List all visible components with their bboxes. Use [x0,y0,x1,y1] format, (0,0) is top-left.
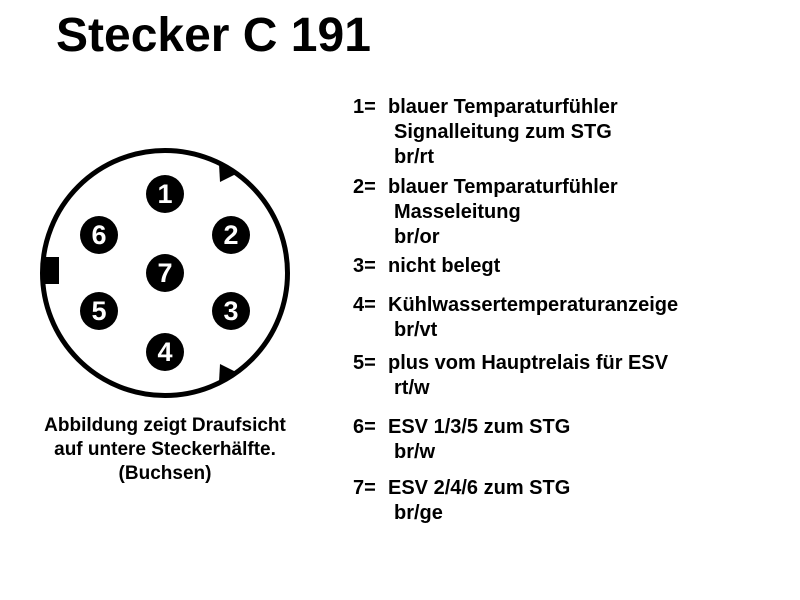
legend-entry-6-line-1: ESV 1/3/5 zum STG [388,416,571,438]
pin-1: 1 [146,175,184,213]
legend-entry-6: 6= ESV 1/3/5 zum STG br/w [353,415,793,465]
legend-entry-2-lines: blauer Temparaturfühler Masseleitung br/… [388,175,793,250]
pin-6: 6 [80,216,118,254]
legend-entry-6-number: 6= [353,416,376,438]
legend-entry-7-wire-color: br/ge [394,502,443,524]
pin-7: 7 [146,254,184,292]
connector-diagram: 1 2 3 4 5 6 7 [40,148,290,398]
pin-4-label: 4 [157,336,173,367]
legend-entry-7-lines: ESV 2/4/6 zum STG br/ge [388,476,793,526]
caption-line-3: (Buchsen) [118,463,212,484]
legend-entry-2-wire-color: br/or [394,226,440,248]
pin-2: 2 [212,216,250,254]
pin-5: 5 [80,292,118,330]
keying-notch-top-icon [219,164,236,182]
legend-entry-5: 5= plus vom Hauptrelais für ESV rt/w [353,351,793,401]
legend-entry-2-number: 2= [353,176,376,198]
keying-tab-icon [44,257,59,284]
legend-entry-1-wire-color: br/rt [394,146,434,168]
legend-entry-5-number: 5= [353,352,376,374]
caption-line-2: auf untere Steckerhälfte. [54,439,276,460]
legend-entry-2-line-2: Masseleitung [394,201,521,223]
page-title: Stecker C 191 [56,9,371,62]
pin-6-label: 6 [91,219,107,250]
pin-5-label: 5 [91,295,107,326]
legend-entry-3: 3= nicht belegt [353,254,793,279]
legend-entry-4-line-1: Kühlwassertemperaturanzeige [388,294,679,316]
legend-entry-7-line-1: ESV 2/4/6 zum STG [388,477,571,499]
legend-entry-6-wire-color: br/w [394,441,436,463]
pin-3: 3 [212,292,250,330]
legend-entry-1-line-2: Signalleitung zum STG [394,121,612,143]
legend-entry-1-number: 1= [353,96,376,118]
pin-3-label: 3 [223,295,239,326]
legend-entry-1-line-1: blauer Temparaturfühler [388,96,618,118]
legend-entry-3-lines: nicht belegt [388,254,793,279]
pin-4: 4 [146,333,184,371]
legend-entry-7: 7= ESV 2/4/6 zum STG br/ge [353,476,793,526]
legend-entry-4-number: 4= [353,294,376,316]
legend-entry-4: 4= Kühlwassertemperaturanzeige br/vt [353,293,793,343]
legend-entry-5-lines: plus vom Hauptrelais für ESV rt/w [388,351,793,401]
legend-entry-3-line-1: nicht belegt [388,255,501,277]
keying-notch-bottom-icon [219,364,236,382]
legend-entry-7-number: 7= [353,477,376,499]
legend-entry-5-line-1: plus vom Hauptrelais für ESV [388,352,669,374]
caption-line-1: Abbildung zeigt Draufsicht [44,415,286,436]
diagram-caption: Abbildung zeigt Draufsicht auf untere St… [15,414,315,486]
connector-shell-circle [40,148,290,398]
pin-1-label: 1 [157,178,173,209]
legend-entry-1: 1= blauer Temparaturfühler Signalleitung… [353,95,793,170]
connector-keying-notches [219,164,236,382]
pin-7-label: 7 [157,257,173,288]
legend-entry-3-number: 3= [353,255,376,277]
legend-entry-4-lines: Kühlwassertemperaturanzeige br/vt [388,293,793,343]
pin-legend: 1= blauer Temparaturfühler Signalleitung… [353,95,793,526]
legend-entry-4-wire-color: br/vt [394,319,438,341]
legend-entry-2-line-1: blauer Temparaturfühler [388,176,618,198]
legend-entry-5-wire-color: rt/w [394,377,430,399]
legend-entry-2: 2= blauer Temparaturfühler Masseleitung … [353,175,793,250]
legend-entry-1-lines: blauer Temparaturfühler Signalleitung zu… [388,95,793,170]
legend-entry-6-lines: ESV 1/3/5 zum STG br/w [388,415,793,465]
pin-2-label: 2 [223,219,239,250]
